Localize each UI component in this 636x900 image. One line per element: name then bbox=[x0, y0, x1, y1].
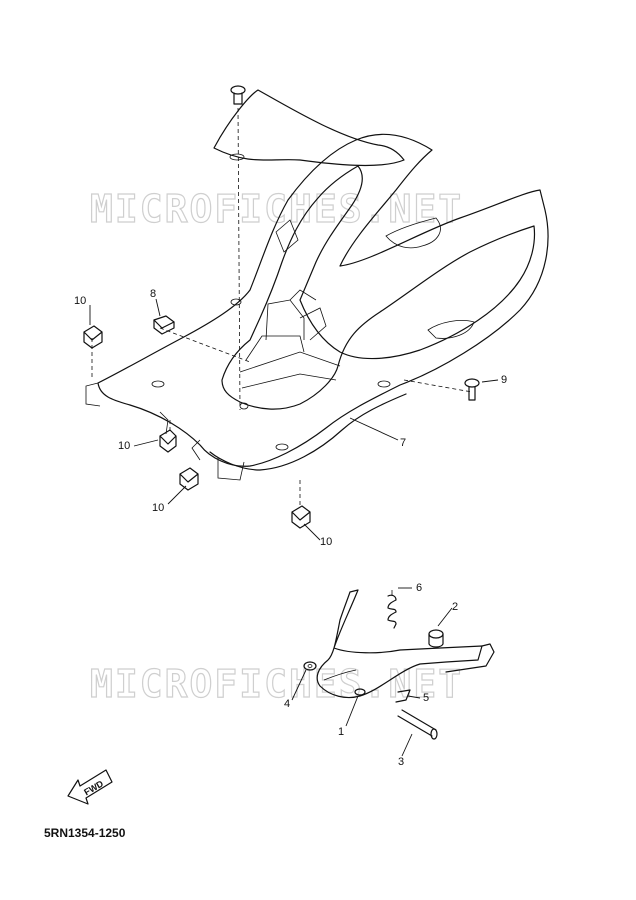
leader-2 bbox=[437, 607, 453, 627]
side-stand-assembly bbox=[303, 589, 495, 740]
leader-8 bbox=[155, 298, 161, 317]
leader-3 bbox=[401, 733, 413, 757]
leader-1 bbox=[345, 695, 359, 727]
leader-10b bbox=[133, 439, 159, 447]
nut-8-guide-line bbox=[159, 327, 251, 363]
callout-3: 3 bbox=[398, 756, 404, 768]
callout-7: 7 bbox=[400, 437, 406, 449]
bolt-9-guide-line bbox=[403, 379, 473, 393]
callout-10a: 10 bbox=[74, 295, 86, 307]
footrest-panel bbox=[85, 89, 549, 481]
clip-10d-icon bbox=[291, 505, 311, 529]
callout-9: 9 bbox=[501, 374, 507, 386]
clip-10c-icon bbox=[179, 467, 199, 491]
callout-10d: 10 bbox=[320, 536, 332, 548]
watermark-bottom: MICROFICHES.NET bbox=[90, 662, 463, 706]
callout-2: 2 bbox=[452, 601, 458, 613]
catalog-code: 5RN1354-1250 bbox=[44, 826, 126, 840]
leader-4 bbox=[291, 669, 307, 701]
callout-8: 8 bbox=[150, 288, 156, 300]
fwd-arrow-icon: FWD bbox=[67, 769, 113, 805]
clip-10a-icon bbox=[83, 325, 103, 349]
callout-4: 4 bbox=[284, 698, 290, 710]
screw-guide-line bbox=[237, 107, 241, 411]
leader-10d bbox=[303, 523, 321, 541]
leader-9 bbox=[481, 379, 499, 383]
clip-10b-icon bbox=[159, 429, 177, 453]
leader-10c bbox=[167, 485, 187, 505]
callout-5: 5 bbox=[423, 692, 429, 704]
callout-1: 1 bbox=[338, 726, 344, 738]
nut-8-icon bbox=[153, 315, 175, 335]
callout-10c: 10 bbox=[152, 502, 164, 514]
fwd-label: FWD bbox=[82, 778, 105, 797]
callout-6: 6 bbox=[416, 582, 422, 594]
callout-10b: 10 bbox=[118, 440, 130, 452]
bolt-9-icon bbox=[464, 378, 480, 401]
leader-5 bbox=[407, 695, 421, 699]
screw-icon bbox=[230, 85, 246, 105]
leader-7 bbox=[349, 417, 399, 441]
